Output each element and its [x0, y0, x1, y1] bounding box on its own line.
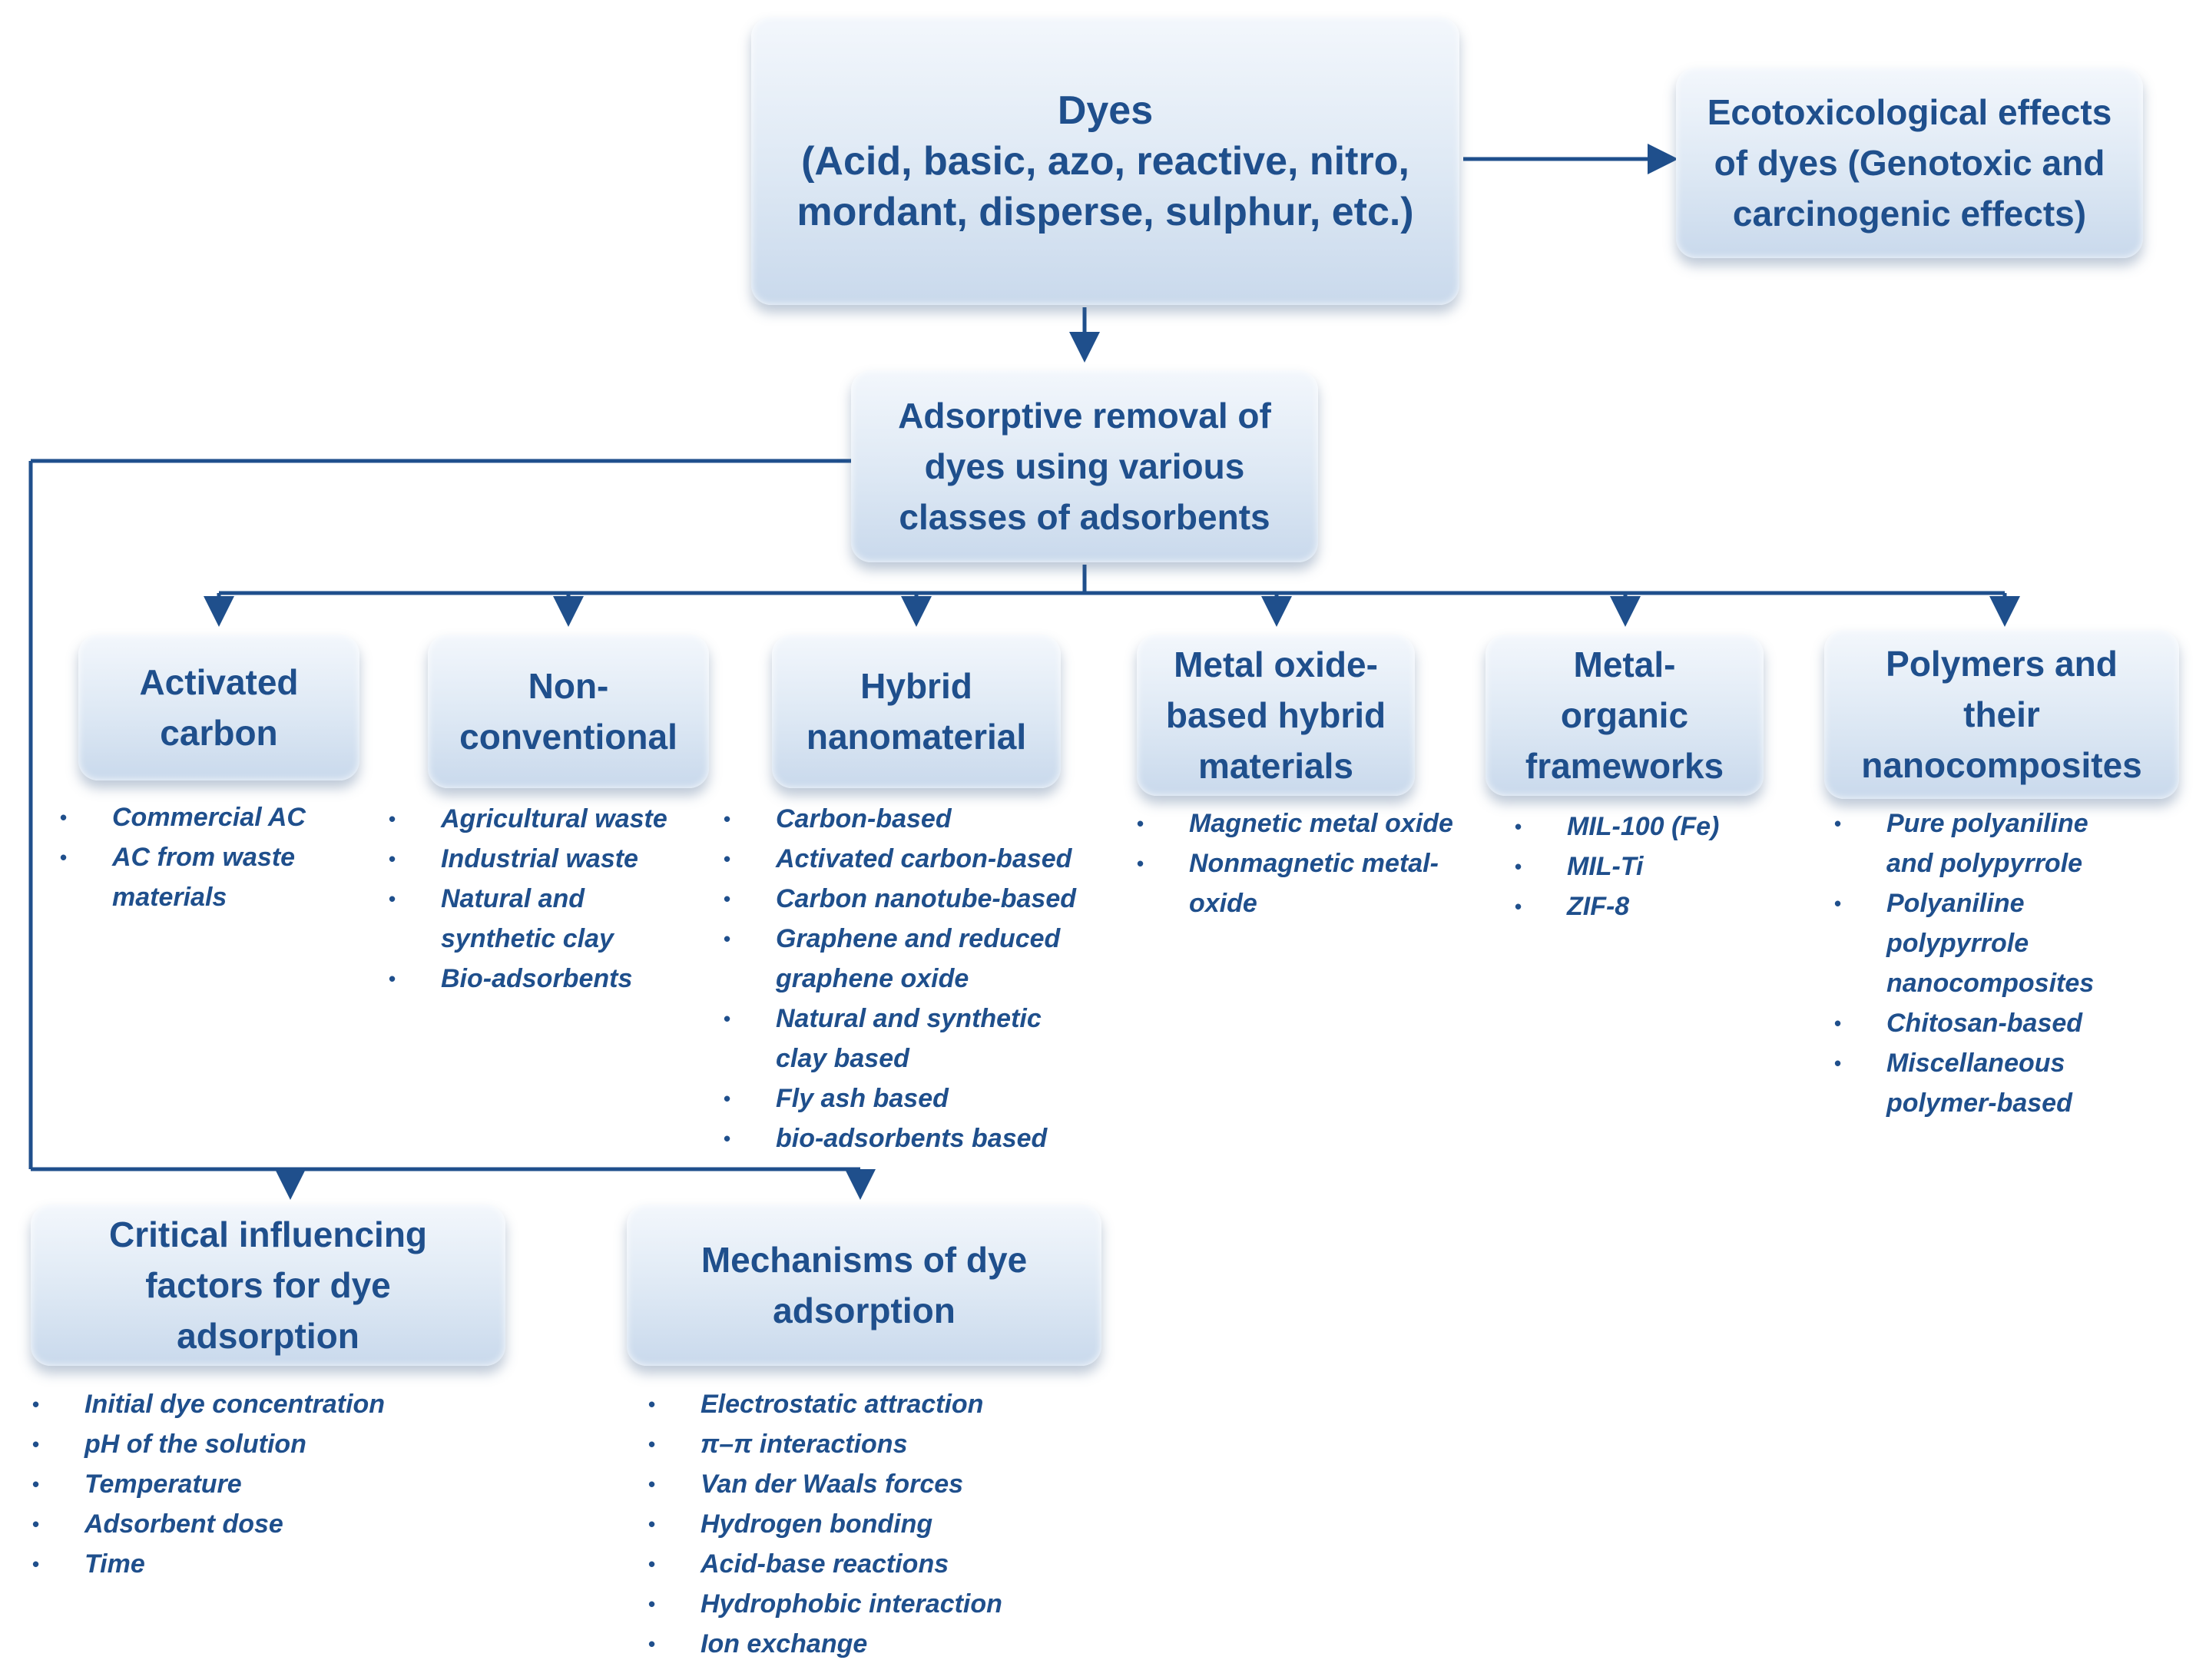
- bullet: •: [1137, 812, 1144, 835]
- list-item: •MIL-100 (Fe): [1515, 807, 1767, 847]
- bullet: •: [389, 847, 396, 870]
- bullet: •: [724, 1007, 731, 1030]
- bullet: •: [389, 887, 396, 910]
- hybrid-nanomaterial-list: •Carbon-based •Activated carbon-based •C…: [724, 799, 1114, 1158]
- activated-carbon-list: •Commercial AC •AC from waste materials: [60, 797, 366, 917]
- list-item: •Ion exchange: [648, 1624, 1100, 1664]
- bullet: •: [1834, 1012, 1842, 1035]
- bullet: •: [724, 847, 731, 870]
- bullet: •: [389, 967, 396, 990]
- category-title: Metal oxide- based hybrid materials: [1165, 644, 1386, 786]
- category-title: Activated carbon: [139, 662, 299, 753]
- category-box-hybrid-nanomaterial: Hybrid nanomaterial: [772, 635, 1061, 788]
- list-item: •Adsorbent dose: [32, 1504, 484, 1544]
- mechanisms-list: •Electrostatic attraction •π–π interacti…: [648, 1384, 1100, 1664]
- list-item: •Pure polyaniline and polypyrrole: [1834, 804, 2178, 883]
- bullet: •: [60, 846, 68, 869]
- bullet: •: [1834, 892, 1842, 915]
- bullet: •: [648, 1393, 656, 1416]
- bullet: •: [648, 1592, 656, 1615]
- category-title: Non- conventional: [459, 666, 677, 757]
- bullet: •: [32, 1552, 40, 1576]
- ecotoxicological-effects-box: Ecotoxicological effects of dyes (Genoto…: [1676, 68, 2143, 258]
- mechanisms-title: Mechanisms of dye adsorption: [701, 1240, 1028, 1330]
- list-item: •Nonmagnetic metal- oxide: [1137, 843, 1504, 923]
- adsorptive-removal-text: Adsorptive removal of dyes using various…: [898, 396, 1271, 537]
- list-item: •AC from waste materials: [60, 837, 366, 917]
- bullet: •: [389, 807, 396, 830]
- bullet: •: [1834, 1052, 1842, 1075]
- category-title: Metal- organic frameworks: [1525, 644, 1724, 786]
- critical-factors-box: Critical influencing factors for dye ads…: [31, 1204, 505, 1366]
- list-item: •Natural and synthetic clay: [389, 879, 717, 959]
- bullet: •: [648, 1473, 656, 1496]
- bullet: •: [724, 927, 731, 950]
- list-item: •Bio-adsorbents: [389, 959, 717, 999]
- category-box-polymers: Polymers and their nanocomposites: [1824, 630, 2179, 799]
- list-item: •Time: [32, 1544, 484, 1584]
- bullet: •: [648, 1513, 656, 1536]
- list-item: •Electrostatic attraction: [648, 1384, 1100, 1424]
- list-item: •Carbon nanotube-based: [724, 879, 1114, 919]
- category-box-activated-carbon: Activated carbon: [78, 635, 359, 780]
- bullet: •: [1515, 895, 1522, 918]
- critical-factors-title: Critical influencing factors for dye ads…: [108, 1214, 428, 1356]
- mechanisms-box: Mechanisms of dye adsorption: [627, 1204, 1101, 1366]
- category-box-metal-organic-frameworks: Metal- organic frameworks: [1486, 635, 1764, 796]
- bullet: •: [648, 1433, 656, 1456]
- list-item: •ZIF-8: [1515, 886, 1767, 926]
- list-item: •Magnetic metal oxide: [1137, 804, 1504, 843]
- category-title: Polymers and their nanocomposites: [1861, 644, 2142, 785]
- bullet: •: [724, 1087, 731, 1110]
- list-item: •Miscellaneous polymer-based: [1834, 1043, 2178, 1123]
- bullet: •: [60, 806, 68, 829]
- list-item: •Hydrogen bonding: [648, 1504, 1100, 1544]
- bullet: •: [1515, 815, 1522, 838]
- category-box-non-conventional: Non- conventional: [428, 635, 709, 788]
- bullet: •: [1834, 812, 1842, 835]
- list-item: •MIL-Ti: [1515, 847, 1767, 886]
- bullet: •: [1515, 855, 1522, 878]
- list-item: • Industrial waste: [389, 839, 717, 879]
- list-item: •Van der Waals forces: [648, 1464, 1100, 1504]
- list-item: •Natural and synthetic clay based: [724, 999, 1114, 1079]
- list-item: •Polyaniline polypyrrole nanocomposites: [1834, 883, 2178, 1003]
- list-item: •Graphene and reduced graphene oxide: [724, 919, 1114, 999]
- non-conventional-list: •Agricultural waste • Industrial waste •…: [389, 799, 717, 999]
- list-item: •Commercial AC: [60, 797, 366, 837]
- critical-factors-list: •Initial dye concentration •pH of the so…: [32, 1384, 484, 1584]
- bullet: •: [724, 1127, 731, 1150]
- list-item: •Fly ash based: [724, 1079, 1114, 1118]
- bullet: •: [724, 887, 731, 910]
- list-item: •Agricultural waste: [389, 799, 717, 839]
- list-item: •Initial dye concentration: [32, 1384, 484, 1424]
- adsorptive-removal-box: Adsorptive removal of dyes using various…: [851, 370, 1318, 562]
- metal-oxide-list: •Magnetic metal oxide •Nonmagnetic metal…: [1137, 804, 1504, 923]
- bullet: •: [32, 1433, 40, 1456]
- dyes-text: Dyes (Acid, basic, azo, reactive, nitro,…: [797, 88, 1414, 234]
- bullet: •: [32, 1473, 40, 1496]
- list-item: •bio-adsorbents based: [724, 1118, 1114, 1158]
- list-item: •Chitosan-based: [1834, 1003, 2178, 1043]
- list-item: •Temperature: [32, 1464, 484, 1504]
- list-item: •Hydrophobic interaction: [648, 1584, 1100, 1624]
- list-item: •Acid-base reactions: [648, 1544, 1100, 1584]
- polymers-list: •Pure polyaniline and polypyrrole •Polya…: [1834, 804, 2178, 1123]
- list-item: •π–π interactions: [648, 1424, 1100, 1464]
- bullet: •: [32, 1513, 40, 1536]
- list-item: •pH of the solution: [32, 1424, 484, 1464]
- category-box-metal-oxide: Metal oxide- based hybrid materials: [1137, 635, 1415, 796]
- list-item: •Activated carbon-based: [724, 839, 1114, 879]
- dyes-box: Dyes (Acid, basic, azo, reactive, nitro,…: [751, 17, 1459, 305]
- mof-list: •MIL-100 (Fe) •MIL-Ti •ZIF-8: [1515, 807, 1767, 926]
- bullet: •: [648, 1552, 656, 1576]
- list-item: •Carbon-based: [724, 799, 1114, 839]
- bullet: •: [648, 1632, 656, 1655]
- bullet: •: [724, 807, 731, 830]
- category-title: Hybrid nanomaterial: [806, 666, 1027, 757]
- bullet: •: [32, 1393, 40, 1416]
- bullet: •: [1137, 852, 1144, 875]
- ecotoxicological-effects-text: Ecotoxicological effects of dyes (Genoto…: [1707, 92, 2112, 234]
